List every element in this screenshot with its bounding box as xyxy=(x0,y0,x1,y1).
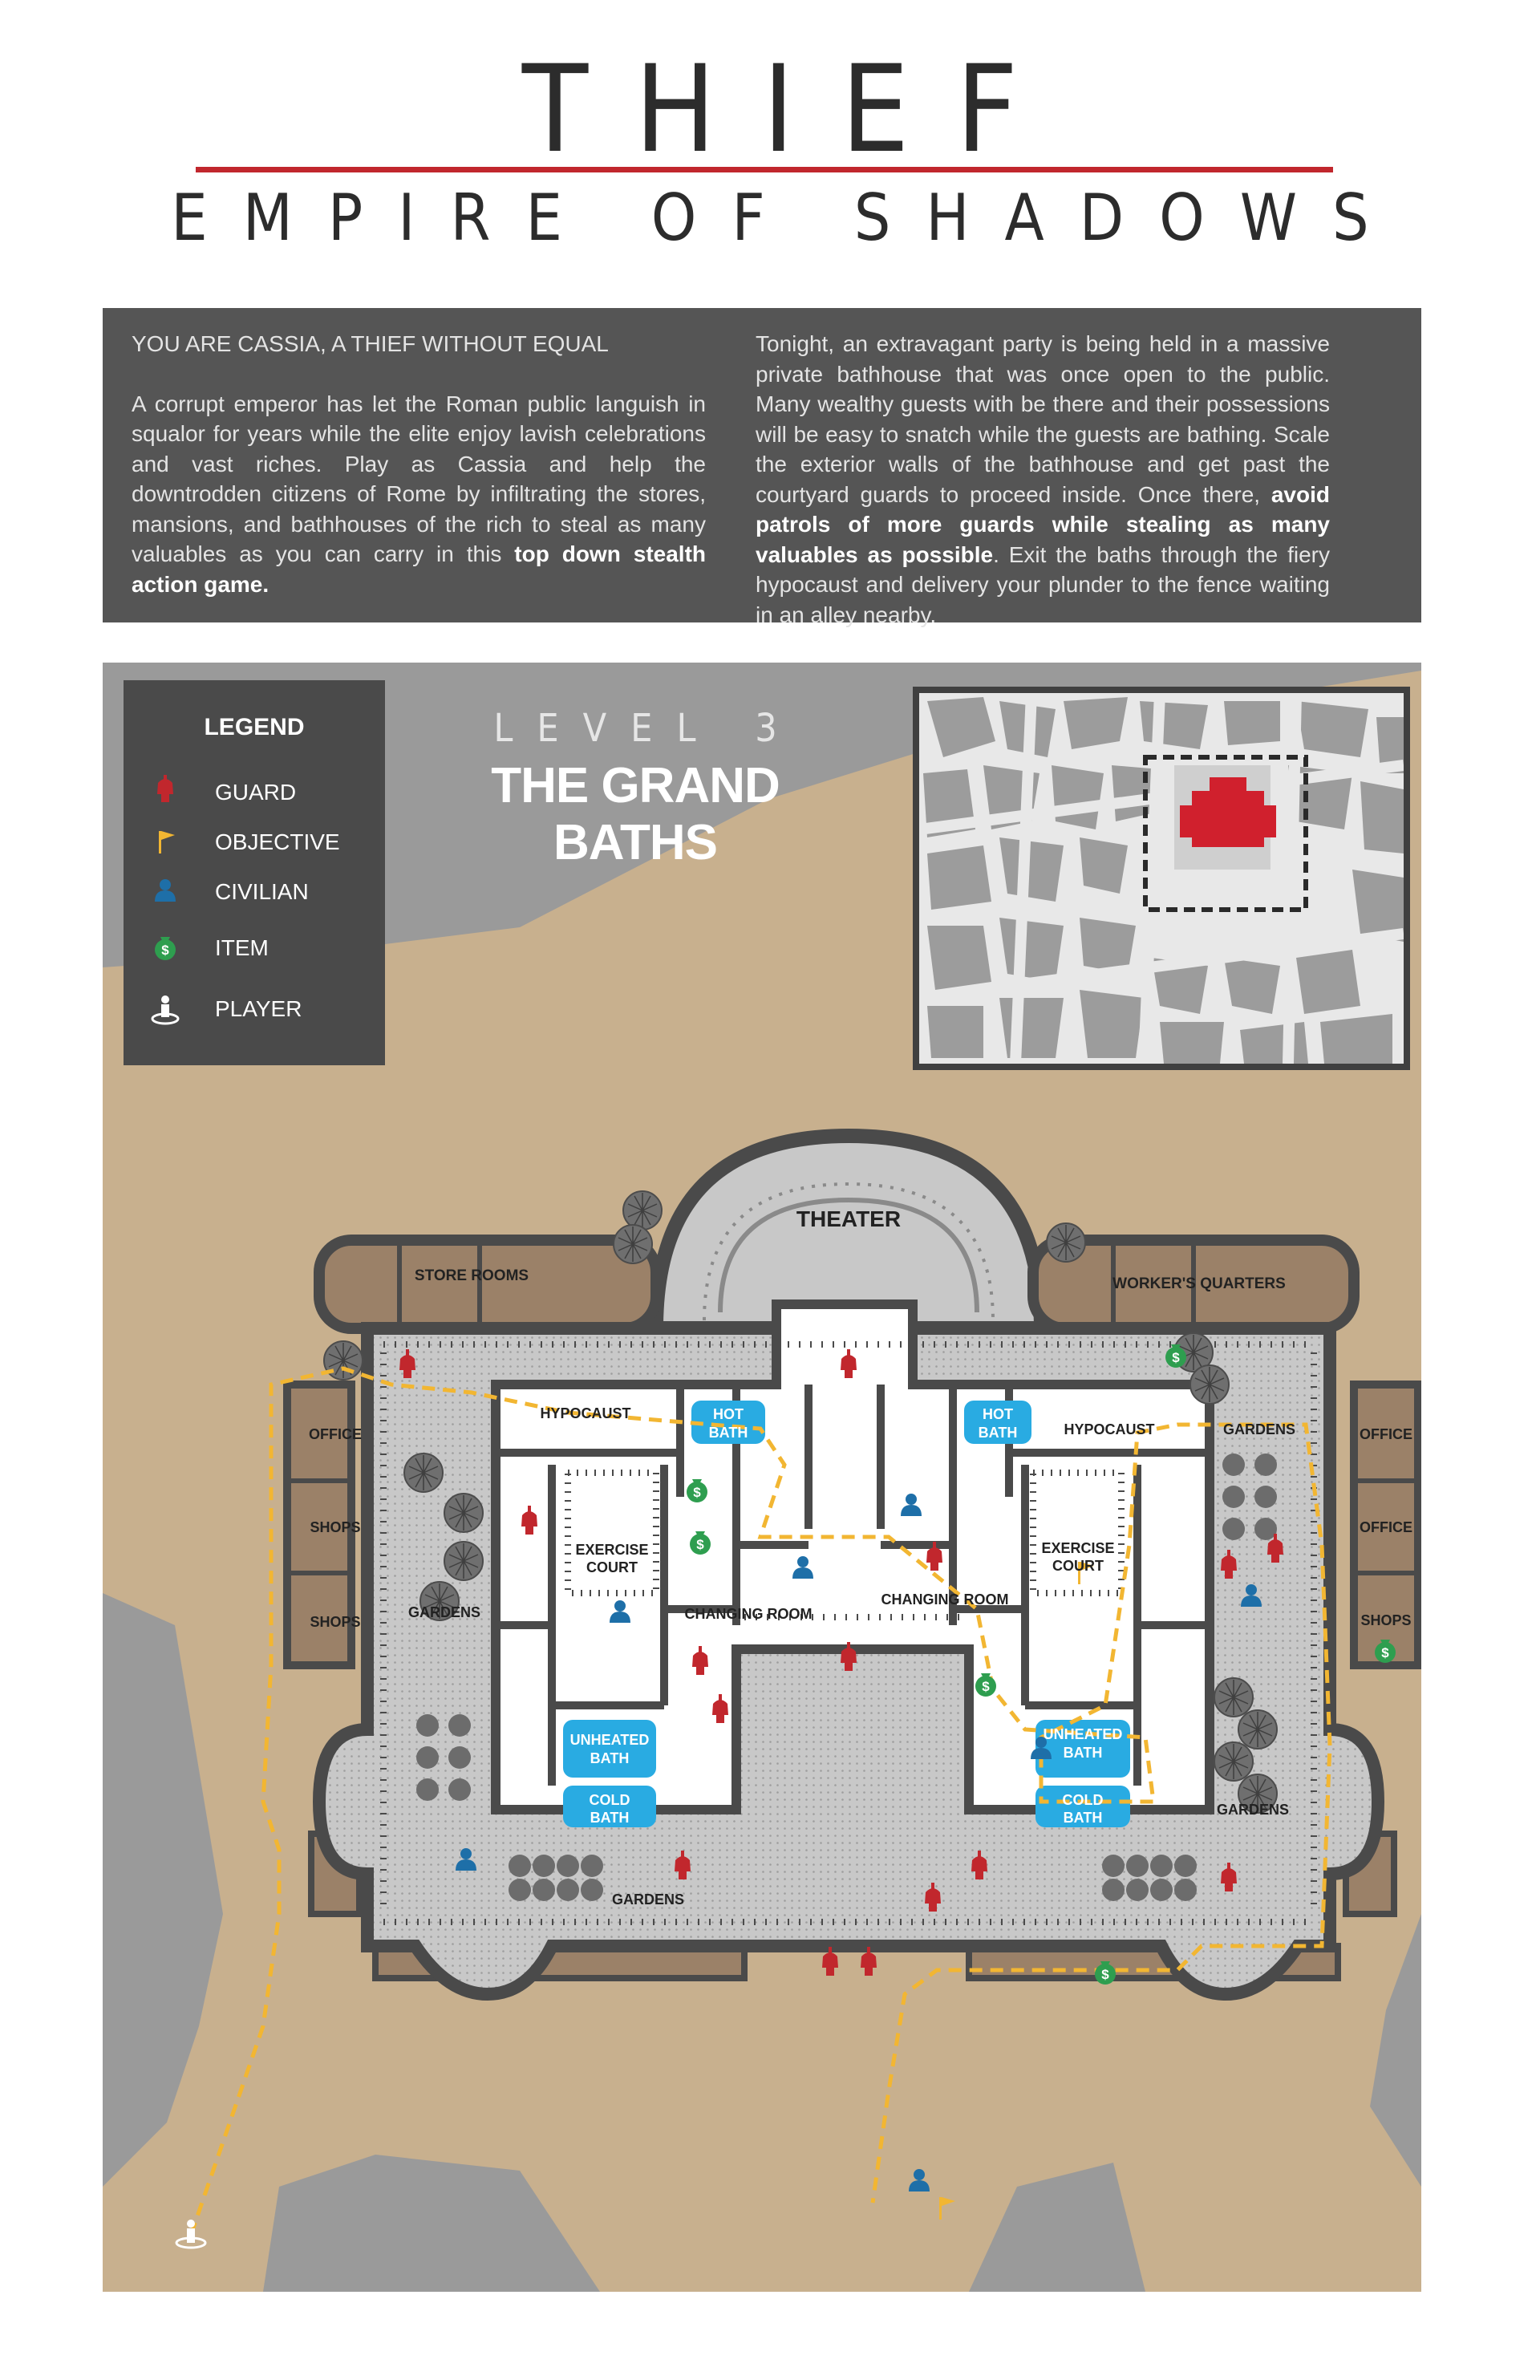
intro-right-column: Tonight, an extravagant party is being h… xyxy=(756,329,1330,630)
label-unheated-right-1: UNHEATED xyxy=(1044,1726,1123,1742)
label-unheated-left-2: BATH xyxy=(590,1750,630,1766)
inset-bathhouse xyxy=(1180,777,1276,847)
label-exercise-right-2: COURT xyxy=(1052,1558,1104,1574)
label-cold-left-2: BATH xyxy=(590,1810,630,1826)
title-divider xyxy=(196,167,1333,172)
label-hot-bath-left-2: BATH xyxy=(709,1425,748,1441)
hot-bath-left xyxy=(691,1401,765,1444)
label-office-right-1: OFFICE xyxy=(1360,1426,1412,1442)
guard-icon xyxy=(157,775,173,802)
label-gardens-bottom: GARDENS xyxy=(612,1891,684,1908)
game-title: THIEF xyxy=(521,40,1065,180)
legend-title: LEGEND xyxy=(204,714,305,740)
intro-left-text: A corrupt emperor has let the Roman publ… xyxy=(132,391,706,597)
inset-focus-box xyxy=(1143,755,1308,912)
theater xyxy=(648,1128,1049,1336)
label-changing-left: CHANGING ROOM xyxy=(685,1606,813,1622)
game-subtitle: EMPIRE OF SHADOWS xyxy=(171,180,1404,255)
money-bag-icon xyxy=(155,937,176,960)
player-icon xyxy=(151,995,180,1025)
unheated-bath-left xyxy=(563,1720,656,1778)
label-hypocaust-left: HYPOCAUST xyxy=(540,1405,630,1421)
level-map: $ xyxy=(103,663,1421,2292)
label-shops-left-1: SHOPS xyxy=(310,1519,360,1535)
player-marker xyxy=(175,2220,207,2249)
hot-bath-right xyxy=(964,1401,1031,1444)
label-cold-right-1: COLD xyxy=(1063,1792,1104,1808)
cold-bath-left xyxy=(563,1786,656,1827)
label-exercise-right-1: EXERCISE xyxy=(1041,1540,1114,1556)
intro-left-column: YOU ARE CASSIA, A THIEF WITHOUT EQUAL A … xyxy=(132,329,706,599)
label-theater: THEATER xyxy=(796,1206,901,1231)
road-bottom-left xyxy=(263,2155,600,2292)
civilian-icon xyxy=(155,879,176,902)
inset-city-map xyxy=(913,687,1410,1070)
objective-flag-icon xyxy=(159,831,175,853)
label-unheated-right-2: BATH xyxy=(1064,1745,1103,1761)
legend-item-civilian: CIVILIAN xyxy=(124,871,385,911)
road-left xyxy=(103,1593,223,2187)
label-hot-bath-left-1: HOT xyxy=(713,1406,744,1422)
store-rooms xyxy=(314,1235,662,1334)
label-gardens-left: GARDENS xyxy=(408,1604,480,1620)
legend-panel: LEGEND GUARD OBJECTIVE CIVILIAN ITEM PLA… xyxy=(124,680,385,1065)
label-hypocaust-right: HYPOCAUST xyxy=(1064,1421,1154,1437)
level-number: LEVEL 3 xyxy=(493,706,801,751)
label-changing-right: CHANGING ROOM xyxy=(881,1591,1009,1608)
label-office-left: OFFICE xyxy=(309,1426,362,1442)
legend-item-player: PLAYER xyxy=(124,988,385,1028)
label-unheated-left-1: UNHEATED xyxy=(570,1732,650,1748)
left-side-rooms xyxy=(283,1381,355,1669)
road-bottom-right xyxy=(969,2163,1145,2292)
label-gardens-right-bottom: GARDENS xyxy=(1217,1802,1289,1818)
label-office-right-2: OFFICE xyxy=(1360,1519,1412,1535)
right-side-rooms xyxy=(1350,1381,1421,1669)
label-store-rooms: STORE ROOMS xyxy=(415,1267,529,1284)
intro-panel: YOU ARE CASSIA, A THIEF WITHOUT EQUAL A … xyxy=(103,308,1421,627)
label-gardens-right-top: GARDENS xyxy=(1223,1421,1295,1437)
road-right xyxy=(1370,1914,1421,2187)
label-hot-bath-right-1: HOT xyxy=(983,1406,1013,1422)
player-path xyxy=(188,1366,1332,2236)
label-shops-left-2: SHOPS xyxy=(310,1614,360,1630)
intro-right-text: Tonight, an extravagant party is being h… xyxy=(756,331,1330,627)
legend-item-objective: OBJECTIVE xyxy=(124,821,385,862)
label-shops-right: SHOPS xyxy=(1360,1612,1411,1628)
intro-heading: YOU ARE CASSIA, A THIEF WITHOUT EQUAL xyxy=(132,331,609,356)
label-hot-bath-right-2: BATH xyxy=(979,1425,1018,1441)
road-top xyxy=(103,663,1421,967)
label-cold-left-1: COLD xyxy=(590,1792,630,1808)
level-name: THE GRAND BATHS xyxy=(491,758,780,870)
label-exercise-left-1: EXERCISE xyxy=(575,1542,648,1558)
cold-bath-right xyxy=(1035,1786,1130,1827)
legend-item-guard: GUARD xyxy=(124,772,385,812)
label-cold-right-2: BATH xyxy=(1064,1810,1103,1826)
label-workers-quarters: WORKER'S QUARTERS xyxy=(1112,1275,1286,1292)
legend-item-item: ITEM xyxy=(124,927,385,967)
label-exercise-left-2: COURT xyxy=(586,1559,638,1575)
